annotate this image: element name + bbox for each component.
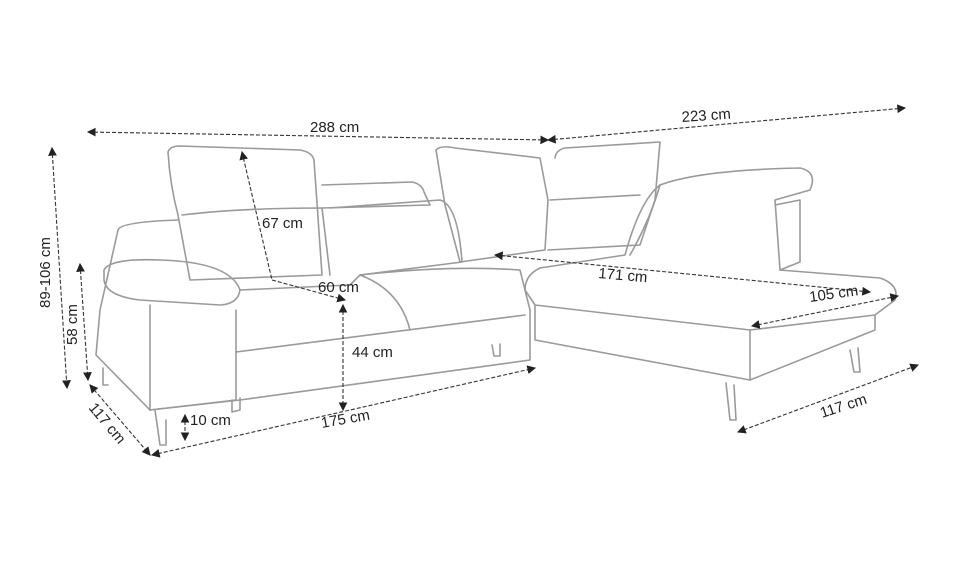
sofa-outline [95,141,897,446]
label-seat-depth: 60 cm [318,279,359,296]
label-chaise-width: 105 cm [808,282,859,306]
label-leg-height: 10 cm [190,412,231,429]
label-sleeping-width: 175 cm [320,407,371,432]
label-depth-right: 117 cm [818,391,869,422]
label-chaise-length: 223 cm [681,106,731,126]
label-height: 89-106 cm [37,237,54,308]
label-seat-height: 44 cm [352,344,393,361]
label-total-width: 288 cm [310,119,359,136]
label-depth-left: 117 cm [85,400,129,448]
dimension-lines [48,104,920,458]
label-armrest-height: 58 cm [64,304,81,345]
dimension-labels: 288 cm 223 cm 89-106 cm 58 cm 117 cm 67 … [37,106,869,448]
label-backrest-height: 67 cm [262,215,303,232]
label-chaise-inner-length: 171 cm [598,265,648,286]
